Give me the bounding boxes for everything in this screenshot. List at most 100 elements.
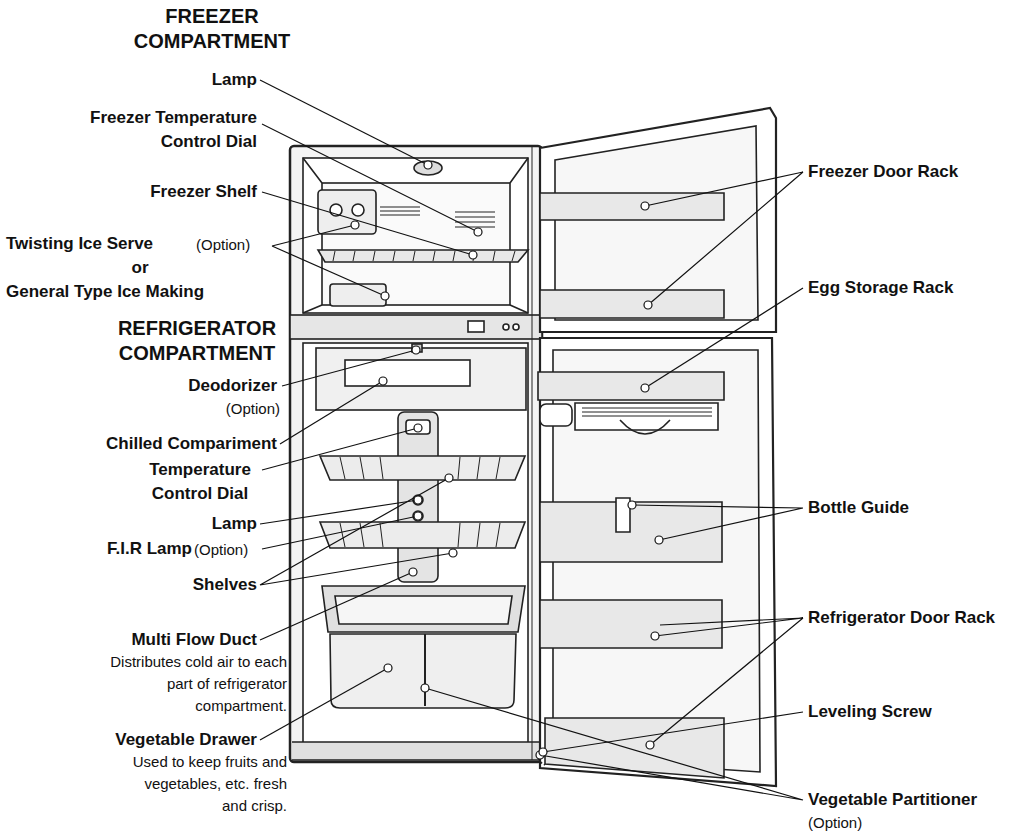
door-recess bbox=[620, 420, 670, 434]
leader-line bbox=[262, 516, 418, 549]
leader-line bbox=[260, 478, 453, 585]
part-name: Egg Storage Rack bbox=[808, 276, 1028, 300]
leader-line bbox=[650, 618, 803, 745]
leader-dot bbox=[651, 632, 659, 640]
part-name: Lamp bbox=[100, 68, 257, 92]
part-name: or bbox=[110, 256, 170, 280]
vegetable-partitioner bbox=[424, 634, 426, 706]
part-name: Refrigerator Door Rack bbox=[808, 606, 998, 630]
leader-line bbox=[260, 80, 428, 165]
leader-dot bbox=[414, 424, 422, 432]
part-name: Freezer Door Rack bbox=[808, 160, 1028, 184]
leader-line bbox=[260, 572, 413, 640]
leader-dot bbox=[351, 221, 359, 229]
leader-line bbox=[272, 225, 385, 296]
part-name: Freezer Temperature Control Dial bbox=[40, 106, 257, 154]
leader-line bbox=[262, 428, 418, 470]
part-name: Shelves bbox=[100, 573, 257, 597]
egg-storage-rack bbox=[538, 372, 724, 400]
leader-dot bbox=[384, 664, 392, 672]
leader-dot bbox=[644, 301, 652, 309]
control-button bbox=[503, 324, 509, 330]
leader-dot bbox=[414, 512, 422, 520]
leader-line bbox=[262, 124, 478, 232]
leader-lines bbox=[260, 80, 803, 800]
dairy-corner bbox=[575, 403, 718, 430]
leader-line bbox=[632, 505, 803, 540]
leader-line bbox=[425, 688, 803, 800]
part-description: Used to keep fruits and vegetables, etc.… bbox=[125, 751, 287, 817]
part-name: Chilled Compariment bbox=[20, 432, 277, 456]
leader-dot bbox=[412, 346, 420, 354]
freezer-door-rack bbox=[540, 290, 724, 318]
leader-dot bbox=[449, 549, 457, 557]
freezer-door-rack bbox=[540, 193, 724, 220]
leader-dot bbox=[379, 377, 387, 385]
freezer-shelf-wires bbox=[333, 251, 515, 261]
part-name: Twisting Ice Serve bbox=[6, 232, 196, 256]
leader-line bbox=[282, 350, 416, 386]
part-name: Deodorizer bbox=[120, 374, 277, 398]
compartment-divider bbox=[290, 315, 542, 339]
option-note: (Option) bbox=[808, 812, 928, 834]
leader-dot bbox=[445, 474, 453, 482]
leader-line bbox=[260, 500, 418, 524]
leader-dots bbox=[351, 161, 663, 759]
leader-dot bbox=[646, 741, 654, 749]
freezer-vents bbox=[380, 207, 495, 227]
freezer-corner-lines bbox=[303, 158, 528, 313]
leader-dot bbox=[424, 161, 432, 169]
option-note: (Option) bbox=[180, 398, 280, 420]
leader-dot bbox=[469, 251, 477, 259]
ice-bin bbox=[330, 284, 386, 306]
leader-dot bbox=[414, 496, 422, 504]
leader-dot bbox=[628, 501, 636, 509]
leader-dot bbox=[474, 228, 482, 236]
part-name: Temperature Control Dial bbox=[135, 458, 265, 506]
freezer-liner bbox=[303, 158, 528, 313]
door-latch bbox=[540, 404, 572, 426]
section-heading: FREEZER COMPARTMENT bbox=[127, 4, 297, 54]
leader-line bbox=[262, 192, 473, 255]
part-name: F.I.R Lamp bbox=[60, 537, 192, 561]
refrigerator-shelf bbox=[320, 522, 525, 548]
freezer-shelf-rack bbox=[318, 250, 528, 262]
temperature-dial bbox=[406, 420, 430, 434]
leader-dot bbox=[409, 568, 417, 576]
duct-lamp bbox=[413, 495, 423, 505]
part-name: Bottle Guide bbox=[808, 496, 1028, 520]
part-name: Lamp bbox=[100, 512, 257, 536]
control-panel bbox=[468, 321, 484, 332]
shelf-wires bbox=[340, 457, 500, 479]
leader-line bbox=[280, 381, 383, 444]
leader-dot bbox=[641, 384, 649, 392]
cabinet-base bbox=[292, 742, 540, 760]
drawer-cover bbox=[322, 586, 525, 632]
ice-knob bbox=[352, 204, 364, 216]
part-description: Distributes cold air to each part of ref… bbox=[85, 651, 287, 717]
part-name: Multi Flow Duct bbox=[60, 628, 257, 652]
section-heading: REFRIGERATOR COMPARTMENT bbox=[112, 316, 282, 366]
leader-dot bbox=[539, 748, 547, 756]
leader-line bbox=[543, 712, 803, 752]
leader-line bbox=[645, 172, 803, 305]
chilled-compartment bbox=[316, 348, 526, 410]
part-name: Vegetable Drawer bbox=[60, 728, 257, 752]
refrigerator-shelf bbox=[320, 456, 525, 480]
refrigerator-doors bbox=[538, 108, 776, 786]
leader-dot bbox=[641, 202, 649, 210]
option-note: (Option) bbox=[194, 539, 274, 561]
option-note: (Option) bbox=[196, 234, 276, 256]
part-name: Vegetable Partitioner bbox=[808, 788, 1028, 812]
vegetable-drawer bbox=[330, 634, 516, 708]
leader-line bbox=[645, 288, 803, 388]
refrigerator-door bbox=[540, 338, 776, 786]
leader-dot bbox=[381, 292, 389, 300]
part-name: Freezer Shelf bbox=[60, 180, 257, 204]
fir-lamp bbox=[413, 511, 423, 521]
drawer-cover-glass bbox=[335, 596, 512, 624]
dairy-vents bbox=[582, 408, 712, 416]
part-name: General Type Ice Making bbox=[6, 280, 286, 304]
